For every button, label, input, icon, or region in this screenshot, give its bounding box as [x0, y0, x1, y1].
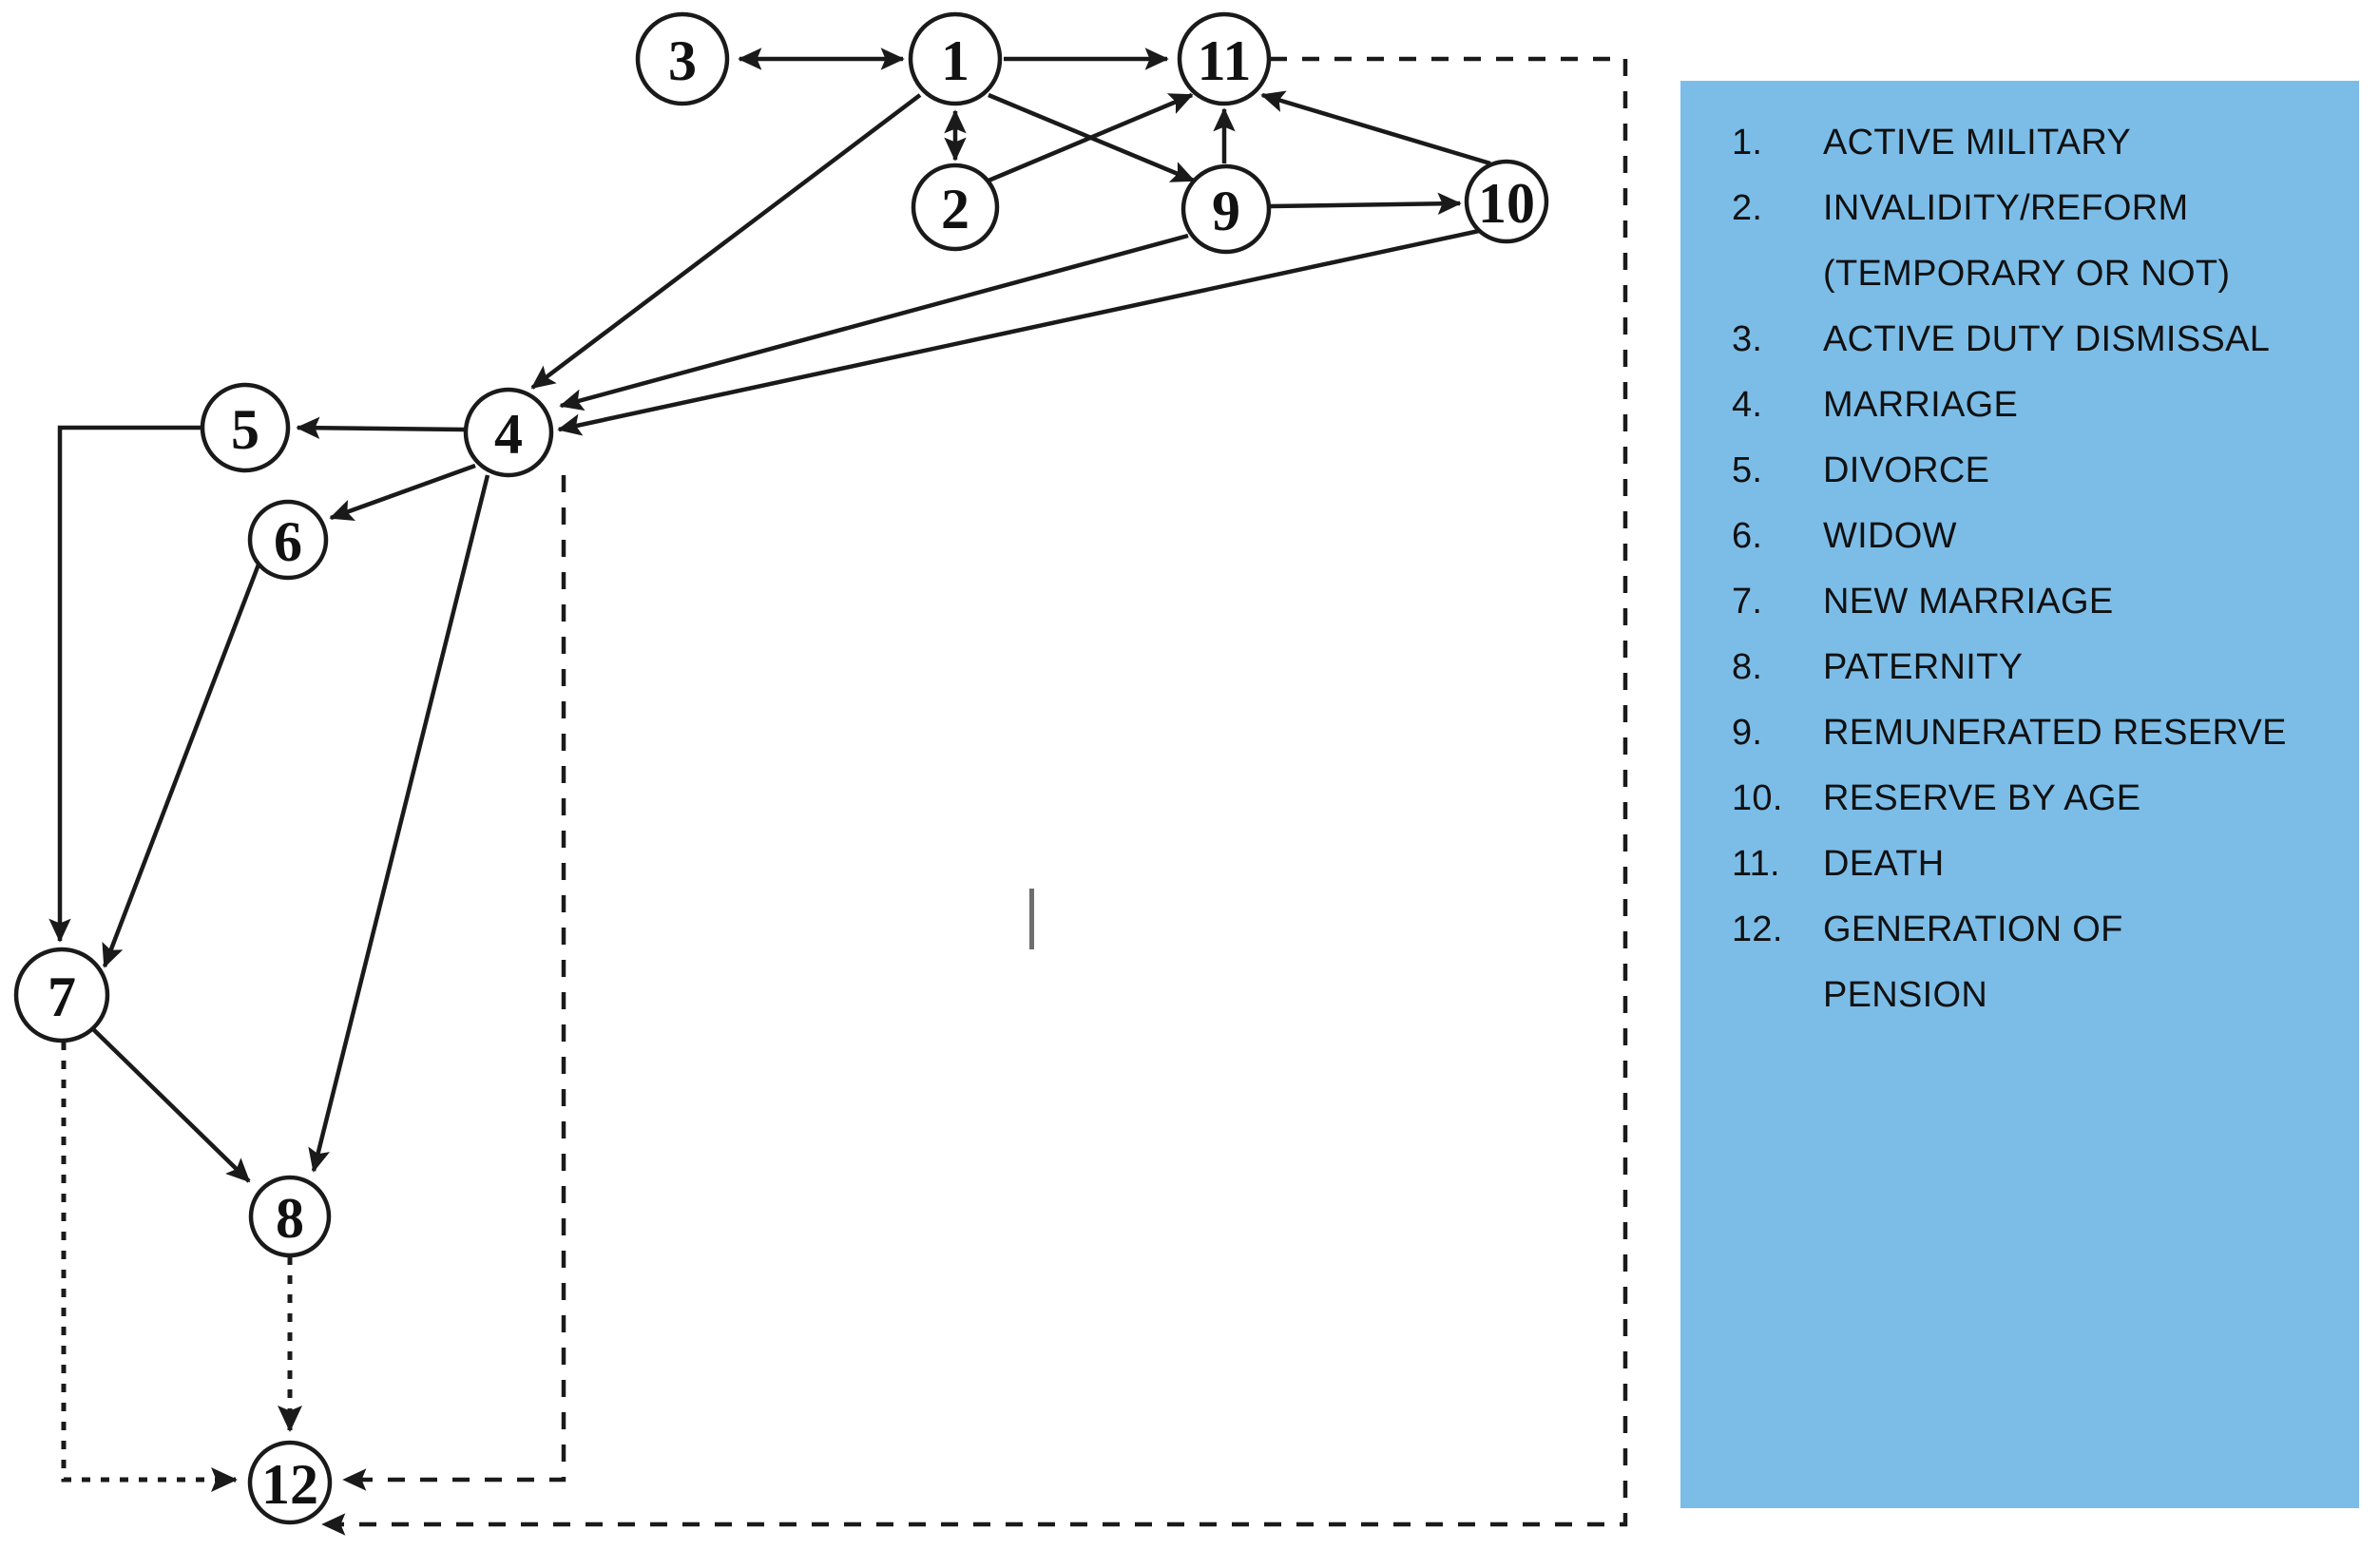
legend-item-1-number: 1.	[1732, 123, 1763, 163]
legend-item-5-number: 5.	[1732, 450, 1763, 490]
edge-10-4	[557, 228, 1480, 436]
edge-9-4	[559, 233, 1189, 411]
legend-item-11: 11. DEATH	[1732, 844, 2331, 885]
legend-item-12-continuation: PENSION	[1732, 975, 2331, 1016]
legend-item-11-label: DEATH	[1823, 844, 1945, 884]
edge-7-8	[91, 1027, 251, 1183]
edge-6-7	[102, 564, 261, 968]
edge-layer: 12 (dashed down then right) --> 12 (dash…	[48, 48, 1628, 1536]
node-4-label: 4	[494, 403, 523, 466]
edge-7-12	[61, 1042, 239, 1492]
node-12-label: 12	[261, 1453, 318, 1516]
legend-item-2-label: INVALIDITY/REFORM	[1823, 188, 2189, 228]
legend-item-3-number: 3.	[1732, 319, 1763, 359]
legend-item-4-number: 4.	[1732, 385, 1763, 425]
legend-item-3-label: ACTIVE DUTY DISMISSAL	[1823, 319, 2271, 359]
node-6[interactable]: 6	[247, 499, 329, 581]
edge-11-12	[321, 56, 1628, 1536]
node-9[interactable]: 9	[1180, 163, 1272, 255]
edge-5-7	[48, 425, 202, 943]
node-3[interactable]: 3	[635, 11, 730, 106]
node-8[interactable]: 8	[248, 1175, 332, 1258]
legend-item-8: 8. PATERNITY	[1732, 647, 2331, 688]
node-9-label: 9	[1212, 180, 1240, 242]
legend-item-4: 4. MARRIAGE	[1732, 385, 2331, 426]
legend-item-10-label: RESERVE BY AGE	[1823, 778, 2141, 818]
legend-item-9-label: REMUNERATED RESERVE	[1823, 713, 2287, 753]
legend-item-8-label: PATERNITY	[1823, 647, 2024, 687]
edge-4-12	[342, 475, 566, 1491]
legend-item-2-number: 2.	[1732, 188, 1763, 228]
legend-item-2: 2. INVALIDITY/REFORM	[1732, 188, 2331, 229]
legend-item-4-label: MARRIAGE	[1823, 385, 2019, 425]
legend-item-6: 6. WIDOW	[1732, 516, 2331, 557]
node-1-label: 1	[941, 29, 969, 92]
legend-item-7-number: 7.	[1732, 582, 1763, 622]
node-4[interactable]: 4	[463, 387, 554, 478]
node-2[interactable]: 2	[911, 163, 1000, 252]
edge-4-5	[296, 416, 466, 439]
text-caret-mark	[1029, 889, 1034, 949]
legend-item-7-label: NEW MARRIAGE	[1823, 582, 2114, 622]
node-10[interactable]: 10	[1464, 159, 1549, 244]
legend-item-9-number: 9.	[1732, 713, 1763, 753]
legend-item-5: 5. DIVORCE	[1732, 450, 2331, 491]
legend-item-10: 10. RESERVE BY AGE	[1732, 778, 2331, 819]
node-2-label: 2	[941, 178, 969, 240]
legend-item-11-number: 11.	[1732, 844, 1780, 884]
node-3-label: 3	[668, 29, 697, 92]
legend-item-12-label-line2: PENSION	[1823, 975, 1988, 1015]
edge-4-8	[308, 474, 490, 1173]
legend-item-5-label: DIVORCE	[1823, 450, 1990, 490]
legend-item-10-number: 10.	[1732, 778, 1783, 818]
node-layer: 1 2 3 4 5 6 7	[13, 11, 1549, 1525]
legend-item-12-number: 12.	[1732, 909, 1783, 949]
node-1[interactable]: 1	[908, 11, 1003, 106]
legend-item-7: 7. NEW MARRIAGE	[1732, 582, 2331, 622]
legend-item-1-label: ACTIVE MILITARY	[1823, 123, 2132, 163]
edge-2-11	[988, 92, 1194, 183]
edge-10-11	[1260, 90, 1491, 166]
node-5[interactable]: 5	[200, 382, 291, 473]
legend-item-3: 3. ACTIVE DUTY DISMISSAL	[1732, 319, 2331, 360]
legend-item-1: 1. ACTIVE MILITARY	[1732, 123, 2331, 163]
node-7-label: 7	[48, 966, 76, 1028]
legend-item-2-continuation: (TEMPORARY OR NOT)	[1732, 254, 2331, 295]
node-7[interactable]: 7	[13, 947, 110, 1043]
node-12[interactable]: 12	[247, 1440, 333, 1525]
legend-panel: 1. ACTIVE MILITARY 2. INVALIDITY/REFORM …	[1680, 81, 2359, 1508]
edge-4-6	[329, 463, 476, 522]
legend-item-12-label: GENERATION OF	[1823, 909, 2123, 949]
legend-item-6-label: WIDOW	[1823, 516, 1957, 556]
node-11-label: 11	[1198, 29, 1252, 92]
legend-item-9: 9. REMUNERATED RESERVE	[1732, 713, 2331, 754]
edge-1-4	[530, 93, 922, 390]
node-6-label: 6	[274, 510, 302, 573]
legend-item-2-label-line2: (TEMPORARY OR NOT)	[1823, 254, 2231, 294]
legend-item-6-number: 6.	[1732, 516, 1763, 556]
node-5-label: 5	[231, 398, 259, 461]
node-11[interactable]: 11	[1177, 11, 1272, 106]
node-10-label: 10	[1478, 172, 1535, 235]
legend-item-8-number: 8.	[1732, 647, 1763, 687]
node-8-label: 8	[276, 1187, 304, 1250]
legend-item-12: 12. GENERATION OF	[1732, 909, 2331, 950]
edge-9-10	[1270, 192, 1462, 216]
